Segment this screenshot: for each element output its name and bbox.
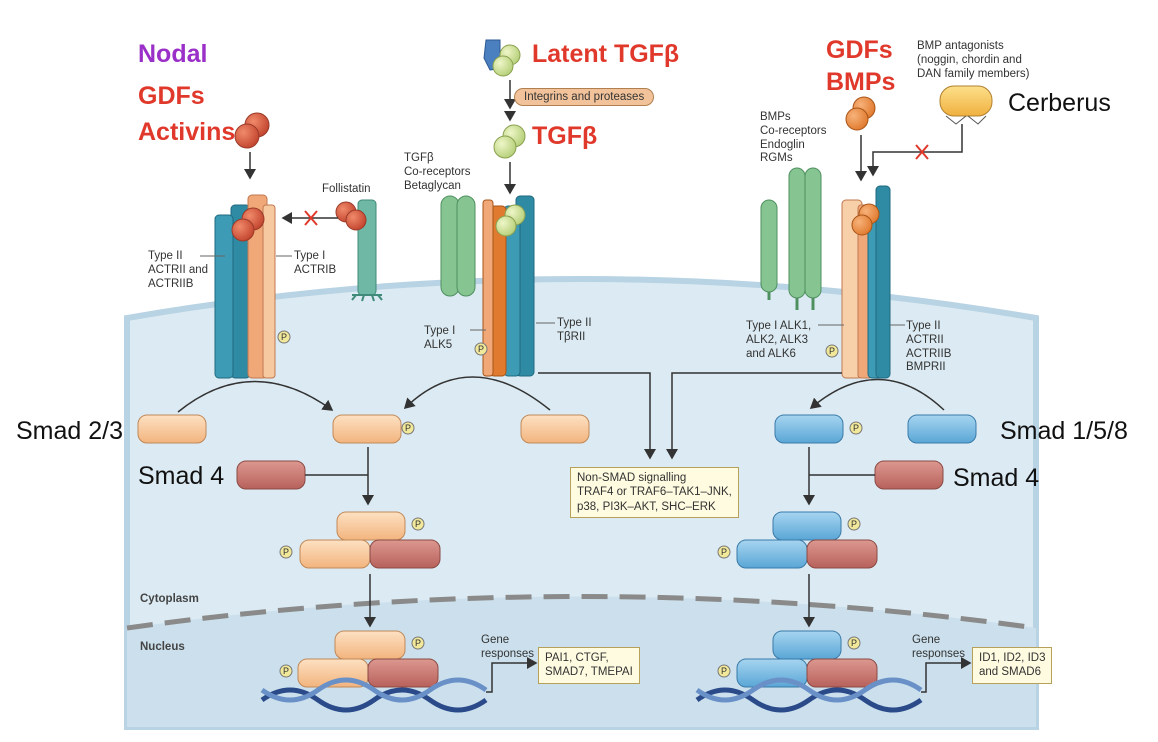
gene-responses-left-label: Gene responses <box>481 634 535 660</box>
nodal-label: Nodal <box>138 40 208 68</box>
gene-responses-right-label: Gene responses <box>912 634 966 660</box>
x-mark-follistatin <box>304 210 318 226</box>
gdfs-right-label: GDFs <box>826 36 893 64</box>
gene-targets-right-box: ID1, ID2, ID3 and SMAD6 <box>972 647 1053 684</box>
smad4-left <box>236 460 306 490</box>
nucleus-label: Nucleus <box>140 641 185 653</box>
activin-ligand <box>234 112 270 149</box>
cerberus-antagonist <box>939 85 993 125</box>
smad4-right <box>874 460 944 490</box>
smad23-right <box>520 414 590 444</box>
activin-receptor-complex <box>214 194 276 379</box>
svg-text:P: P <box>721 547 727 557</box>
smad158-label: Smad 1/5/8 <box>1000 417 1128 445</box>
svg-text:P: P <box>283 666 289 676</box>
smad4-right-label: Smad 4 <box>953 464 1040 492</box>
bmp-receptor-complex <box>841 185 891 379</box>
activins-label: Activins <box>138 118 236 146</box>
cytoplasm-label: Cytoplasm <box>140 593 199 605</box>
active-tgfb <box>493 124 526 159</box>
smad4-left-label: Smad 4 <box>138 462 225 490</box>
svg-text:P: P <box>851 638 857 648</box>
svg-text:P: P <box>283 547 289 557</box>
latent-tgfb-label: Latent TGFβ <box>532 40 680 68</box>
dna-helix-left <box>260 677 488 713</box>
bmp-type1-label: Type I ALK1, ALK2, ALK3 and ALK6 <box>746 320 812 360</box>
smad23-label: Smad 2/3 <box>16 417 124 445</box>
svg-text:P: P <box>829 346 835 356</box>
latent-tgfb-complex <box>483 39 521 77</box>
tgfb-coreceptor-betaglycan <box>440 195 476 297</box>
tgfb-type1-label: Type I ALK5 <box>424 325 456 351</box>
bmp-antagonists-label: BMP antagonists (noggin, chordin and DAN… <box>917 40 1030 80</box>
svg-text:P: P <box>853 423 859 433</box>
svg-text:P: P <box>415 638 421 648</box>
bmp-coreceptors <box>760 167 822 310</box>
tgfb-type2-label: Type II TβRII <box>557 317 592 343</box>
smad23-left <box>137 414 207 444</box>
follistatin-receptor <box>335 199 383 302</box>
tgfb-receptor-complex <box>482 195 535 377</box>
svg-text:P: P <box>281 332 287 342</box>
smad-complex-nucleus-right: P P <box>717 630 878 688</box>
smad23-phosphorylated <box>332 414 402 444</box>
smad-complex-cytoplasm-left: P P <box>279 511 441 569</box>
smad-complex-nucleus-left: P P <box>279 630 439 688</box>
smad158-right <box>907 414 977 444</box>
activin-type1-label: Type I ACTRIB <box>294 250 337 276</box>
nuclear-envelope <box>126 594 1037 631</box>
svg-text:P: P <box>478 344 484 354</box>
bmps-label: BMPs <box>826 68 896 96</box>
svg-text:P: P <box>851 519 857 529</box>
integrins-proteases-label: Integrins and proteases <box>514 88 655 106</box>
non-smad-signalling-box: Non-SMAD signalling TRAF4 or TRAF6–TAK1–… <box>570 467 739 519</box>
x-mark-cerberus <box>915 144 929 160</box>
smad-complex-cytoplasm-right: P P <box>717 511 878 569</box>
tgfb-label: TGFβ <box>532 122 598 150</box>
cerberus-label: Cerberus <box>1008 89 1111 117</box>
svg-text:P: P <box>415 519 421 529</box>
bmp-ligand <box>845 96 876 131</box>
follistatin-label: Follistatin <box>322 183 371 195</box>
smad158-phosphorylated <box>774 414 844 444</box>
gdfs-left-label: GDFs <box>138 82 205 110</box>
dna-helix-right <box>695 677 923 713</box>
activin-type2-label: Type II ACTRII and ACTRIIB <box>148 250 209 290</box>
svg-text:P: P <box>405 423 411 433</box>
gene-targets-left-box: PAI1, CTGF, SMAD7, TMEPAI <box>538 647 640 684</box>
bmp-type2-label: Type II ACTRII ACTRIIB BMPRII <box>906 320 952 374</box>
bmp-coreceptor-label: BMPs Co-receptors Endoglin RGMs <box>760 111 827 165</box>
svg-text:P: P <box>721 666 727 676</box>
tgfb-coreceptor-label: TGFβ Co-receptors Betaglycan <box>404 152 471 192</box>
